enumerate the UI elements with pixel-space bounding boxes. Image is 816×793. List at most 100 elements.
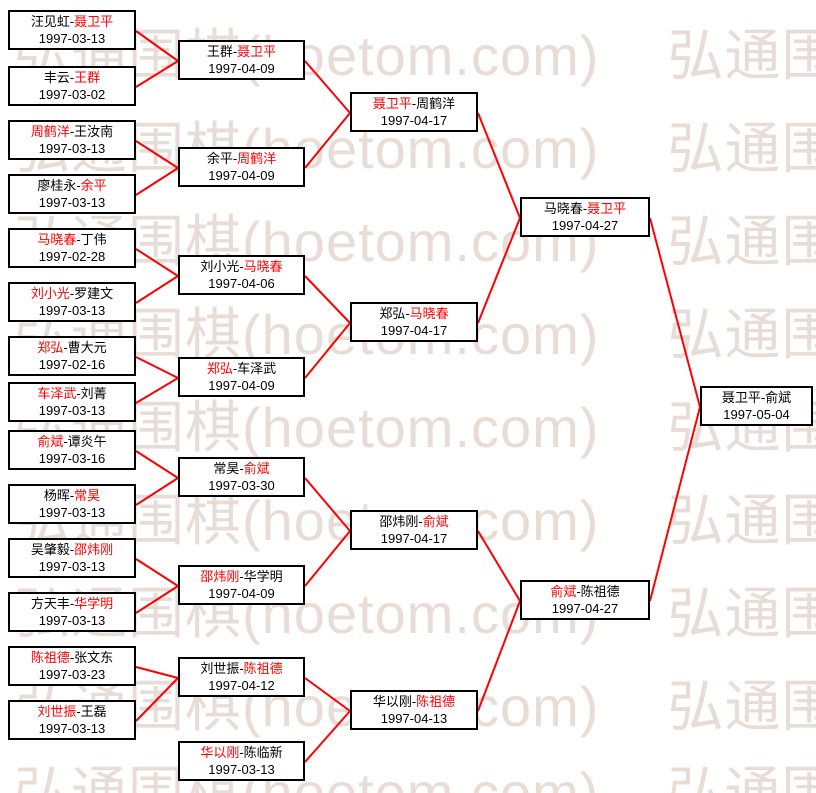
match-date: 1997-03-13 xyxy=(38,721,106,736)
player-name: 郑弘 xyxy=(379,306,406,321)
separator: - xyxy=(69,286,75,301)
connector-line xyxy=(135,377,179,404)
match-players: 方天丰-华学明 xyxy=(12,595,132,612)
connector-line xyxy=(135,30,179,62)
match-players: 丰云-王群 xyxy=(12,69,132,86)
connector-line xyxy=(649,217,701,408)
match-players: 余平-周鹤洋 xyxy=(182,150,301,167)
player-name: 廖桂永 xyxy=(37,178,77,193)
player-name: 常昊 xyxy=(213,461,240,476)
separator: - xyxy=(76,232,81,247)
player-name: 汪见虹 xyxy=(30,14,70,29)
match-date: 1997-04-27 xyxy=(551,218,619,233)
connector-line xyxy=(135,450,179,479)
connector-line xyxy=(304,275,351,324)
player-name: 邵炜刚 xyxy=(74,542,114,557)
match-date: 1997-04-17 xyxy=(380,531,448,546)
match-players: 郑弘-曹大元 xyxy=(12,339,132,356)
match-players: 刘小光-罗建文 xyxy=(12,285,132,302)
match-date: 1997-03-13 xyxy=(38,141,106,156)
match-date: 1997-04-12 xyxy=(208,678,275,693)
connector-line xyxy=(304,710,351,763)
match-date: 1997-02-28 xyxy=(38,249,106,264)
connector-line xyxy=(135,60,179,88)
match-players: 马晓春-丁伟 xyxy=(12,231,132,248)
connector-line xyxy=(304,60,351,114)
separator: - xyxy=(411,694,417,709)
player-name: 王群 xyxy=(74,70,101,85)
separator: - xyxy=(69,70,75,85)
player-name: 刘世振 xyxy=(37,704,77,719)
player-name: 丁伟 xyxy=(80,232,107,247)
connector-line xyxy=(135,585,179,614)
player-name: 车泽武 xyxy=(237,361,277,376)
player-name: 王磊 xyxy=(80,704,107,719)
match-date: 1997-04-17 xyxy=(380,113,448,128)
separator: - xyxy=(418,514,423,529)
match-players: 周鹤洋-王汝南 xyxy=(12,123,132,140)
match-date: 1997-04-09 xyxy=(208,61,275,76)
match-players: 马晓春-聂卫平 xyxy=(524,200,646,217)
player-name: 刘世振 xyxy=(200,661,240,676)
watermark-text: 弘通围棋(hoetom.com) xyxy=(667,24,816,87)
match-players: 郑弘-马晓春 xyxy=(354,305,474,322)
player-name: 罗建文 xyxy=(74,286,114,301)
separator: - xyxy=(232,361,238,376)
player-name: 陈临新 xyxy=(243,745,283,760)
match-players: 王群-聂卫平 xyxy=(182,43,301,60)
separator: - xyxy=(239,745,244,760)
connector-line xyxy=(135,275,179,304)
player-name: 华以刚 xyxy=(372,694,412,709)
match-players: 汪见虹-聂卫平 xyxy=(12,13,132,30)
separator: - xyxy=(239,259,244,274)
match-date: 1997-03-02 xyxy=(38,87,106,102)
match-date: 1997-03-30 xyxy=(208,478,275,493)
connector-line xyxy=(135,167,179,196)
separator: - xyxy=(239,569,244,584)
match-players: 邵炜刚-华学明 xyxy=(182,568,301,585)
separator: - xyxy=(576,584,581,599)
player-name: 俞斌 xyxy=(37,434,64,449)
match-players: 华以刚-陈祖德 xyxy=(354,693,474,710)
player-name: 华学明 xyxy=(74,596,114,611)
separator: - xyxy=(63,340,68,355)
match-date: 1997-04-09 xyxy=(208,168,275,183)
match-date: 1997-03-13 xyxy=(38,31,106,46)
connector-line xyxy=(649,406,701,602)
player-name: 华学明 xyxy=(243,569,283,584)
match-players: 刘世振-王磊 xyxy=(12,703,132,720)
match-players: 俞斌-谭炎午 xyxy=(12,433,132,450)
match-players: 吴肇毅-邵炜刚 xyxy=(12,541,132,558)
player-name: 马晓春 xyxy=(243,259,283,274)
player-name: 王群 xyxy=(206,44,233,59)
match-date: 1997-04-17 xyxy=(380,323,448,338)
separator: - xyxy=(76,386,81,401)
player-name: 郑弘 xyxy=(206,361,233,376)
separator: - xyxy=(239,461,244,476)
separator: - xyxy=(69,124,75,139)
match-date: 1997-05-04 xyxy=(723,407,790,422)
player-name: 刘菁 xyxy=(80,386,107,401)
player-name: 马晓春 xyxy=(543,201,583,216)
player-name: 聂卫平 xyxy=(372,96,412,111)
player-name: 车泽武 xyxy=(37,386,77,401)
watermark-text: 弘通围棋(hoetom.com) xyxy=(667,675,816,738)
player-name: 聂卫平 xyxy=(587,201,627,216)
match-date: 1997-04-09 xyxy=(208,586,275,601)
player-name: 常昊 xyxy=(74,488,101,503)
match-players: 常昊-俞斌 xyxy=(182,460,301,477)
match-players: 聂卫平-俞斌 xyxy=(704,389,809,406)
connector-line xyxy=(135,140,179,169)
